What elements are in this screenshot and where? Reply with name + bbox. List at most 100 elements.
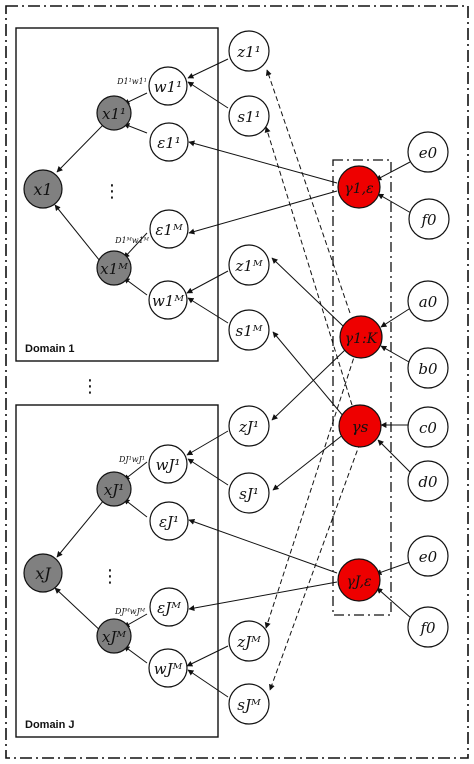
node-wJM [148, 648, 188, 688]
node-c0 [407, 406, 449, 448]
node-e0-bot [407, 535, 449, 577]
label-f0-bot: f0 [419, 619, 436, 637]
node-gamma-1-eps [337, 165, 381, 209]
edge-g1K-z1M [271, 257, 344, 327]
edge-e0top-g1e [375, 161, 411, 181]
label-b0: b0 [418, 360, 438, 378]
label-sJ1: sJ¹ [239, 485, 259, 503]
label-epsJM: εJᴹ [157, 599, 181, 617]
node-xJ1 [96, 471, 132, 507]
gamma-group-box [332, 159, 392, 616]
node-f0-top [408, 198, 450, 240]
vdots-d1: ⋮ [103, 181, 121, 202]
label-w11: w1¹ [154, 78, 182, 96]
edge-gs-sJ1 [272, 433, 345, 491]
node-gamma-s [338, 404, 382, 448]
edge-gs-s11 [264, 126, 353, 406]
label-wJ1: wJ¹ [156, 456, 181, 474]
z-s-column: z1¹ s1¹ z1ᴹ s1ᴹ zJ¹ sJ¹ zJᴹ sJᴹ [228, 30, 270, 725]
node-x11 [96, 95, 132, 131]
label-z1M: z1ᴹ [234, 257, 262, 275]
label-gamma-1K: γ1:K [345, 331, 379, 347]
node-s1M [228, 309, 270, 351]
edge-a0-g1K [380, 308, 410, 328]
outer-frame [5, 5, 469, 759]
domain-J: xJ xJ¹ xJᴹ wJ¹ DJ¹wJ¹ εJ¹ ⋮ εJᴹ DJᴹwJᴹ w… [23, 444, 189, 731]
node-zJ1 [228, 405, 270, 447]
label-s1M: s1ᴹ [236, 322, 263, 340]
node-w1M [148, 280, 188, 320]
edge-gJe-epsJ1 [188, 518, 338, 574]
domain-1: x1 x1¹ x1ᴹ w1¹ D1¹w1¹ ε1¹ ⋮ ε1ᴹ D1ᴹw1ᴹ w… [23, 66, 189, 355]
node-gamma-1K [339, 315, 383, 359]
node-zJM [228, 620, 270, 662]
edge-g1K-z11 [265, 69, 351, 314]
label-d-bot-dJ: DJᴹwJᴹ [114, 607, 146, 616]
node-s11 [228, 95, 270, 137]
edge-x11-x1 [56, 123, 105, 173]
edge-epsJ1-xJ1 [123, 498, 148, 518]
vdots-between-domains: ⋮ [81, 376, 99, 397]
node-epsJ1 [149, 501, 189, 541]
edge-eps1M-x1M [123, 232, 148, 259]
node-xJM [96, 618, 132, 654]
label-e0-top: e0 [419, 144, 438, 162]
edge-g1e-eps11 [188, 140, 338, 184]
domain-J-label: Domain J [25, 719, 75, 731]
label-z11: z1¹ [236, 43, 260, 61]
label-f0-top: f0 [420, 211, 437, 229]
edge-s11-w11 [187, 81, 229, 109]
node-gamma-J-eps [337, 558, 381, 602]
label-zJM: zJᴹ [236, 633, 261, 651]
edge-w1M-x1M [123, 277, 148, 296]
label-gamma-s: γs [352, 418, 369, 436]
edge-xJM-xJ [54, 587, 105, 635]
domain-J-box [15, 404, 219, 738]
node-eps11 [149, 122, 189, 162]
label-d-top-dJ: DJ¹wJ¹ [118, 455, 145, 464]
domain-1-label: Domain 1 [25, 343, 75, 355]
edge-d0-gs [377, 439, 411, 473]
label-d-top-d1: D1¹w1¹ [116, 77, 147, 86]
label-xJM: xJᴹ [102, 628, 126, 646]
node-f0-bot [407, 606, 449, 648]
edge-xJ1-xJ [56, 499, 105, 558]
node-xJ [23, 553, 63, 593]
edge-zJ1-wJ1 [186, 430, 229, 456]
label-d0: d0 [418, 473, 438, 491]
label-eps1M: ε1ᴹ [155, 221, 183, 239]
edge-x1M-x1 [54, 204, 105, 267]
node-eps1M [149, 209, 189, 249]
label-a0: a0 [419, 293, 438, 311]
label-xJ1: xJ¹ [104, 481, 125, 499]
node-w11 [148, 66, 188, 106]
label-wJM: wJᴹ [154, 660, 183, 678]
label-e0-bot: e0 [419, 548, 438, 566]
edge-g1e-eps1M [188, 190, 338, 235]
node-x1 [23, 169, 63, 209]
label-d-bot-d1: D1ᴹw1ᴹ [114, 236, 150, 245]
edge-f0top-g1e [377, 193, 412, 214]
node-e0-top [407, 131, 449, 173]
edge-epsJM-xJM [123, 613, 148, 628]
node-a0 [407, 280, 449, 322]
label-c0: c0 [419, 419, 437, 437]
edge-zJM-wJM [186, 645, 229, 667]
domain-1-box [15, 27, 219, 362]
node-x1M [96, 250, 132, 286]
edge-sJ1-wJ1 [187, 458, 229, 486]
label-gamma-J-eps: γJ,ε [346, 574, 371, 590]
edge-wJM-xJM [123, 645, 148, 664]
edge-eps11-x11 [123, 123, 148, 134]
node-epsJM [149, 587, 189, 627]
hyperparameter-column: e0 f0 a0 b0 c0 d0 e0 f0 [407, 131, 450, 648]
edge-g1K-zJM [264, 350, 357, 629]
edge-gs-s1M [272, 331, 345, 418]
node-sJ1 [228, 472, 270, 514]
label-xJ: xJ [35, 564, 52, 583]
node-wJ1 [148, 444, 188, 484]
gamma-column: γ1,ε γ1:K γs γJ,ε [337, 165, 383, 602]
label-zJ1: zJ¹ [238, 418, 259, 436]
edge-f0bot-gJe [376, 587, 412, 619]
label-w1M: w1ᴹ [152, 292, 184, 310]
